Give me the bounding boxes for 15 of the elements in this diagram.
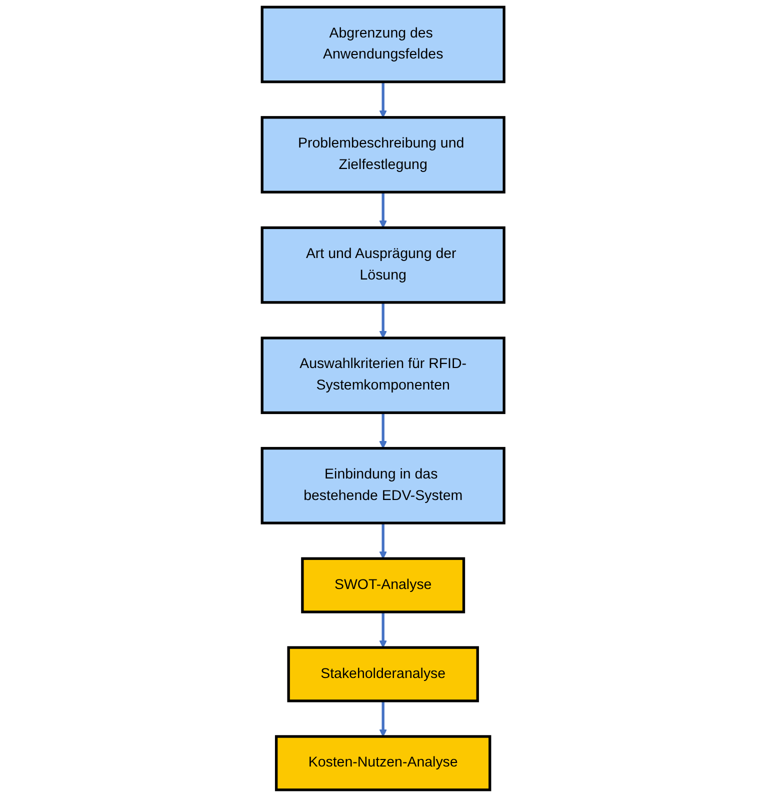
node-box: SWOT-Analyse bbox=[301, 557, 465, 614]
arrow bbox=[379, 82, 387, 118]
node-box: Kosten-Nutzen-Analyse bbox=[274, 735, 492, 792]
arrow bbox=[379, 612, 387, 648]
arrow bbox=[379, 302, 387, 338]
node-box: Problembeschreibung und Zielfestlegung bbox=[260, 116, 506, 194]
node-box: Stakeholderanalyse bbox=[287, 646, 479, 702]
arrow bbox=[379, 412, 387, 449]
arrow bbox=[379, 700, 387, 737]
node-box: Einbindung in das bestehende EDV-System bbox=[260, 446, 506, 524]
node-box: Auswahlkriterien für RFID-Systemkomponenten bbox=[260, 336, 506, 414]
arrow bbox=[379, 192, 387, 228]
node-box: Art und Ausprägung der Lösung bbox=[260, 226, 506, 304]
node-box: Abgrenzung des Anwendungsfeldes bbox=[260, 6, 506, 84]
arrow bbox=[379, 523, 387, 559]
